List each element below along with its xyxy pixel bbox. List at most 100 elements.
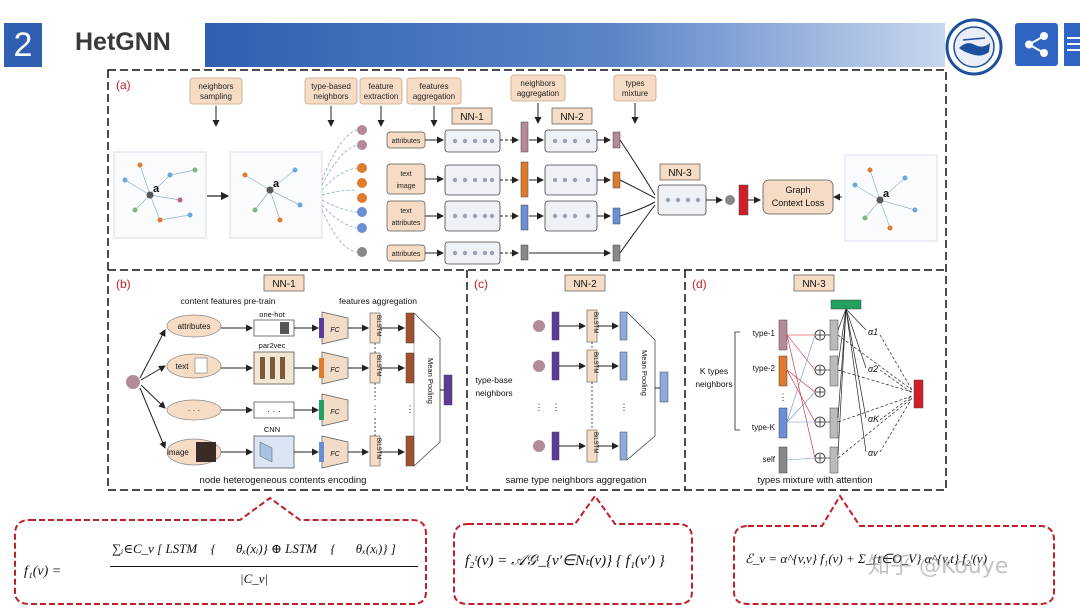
svg-text:· · ·: · · · bbox=[267, 406, 281, 416]
formula-callout-1 bbox=[14, 496, 427, 605]
svg-text:type-based: type-based bbox=[311, 82, 351, 91]
share-button[interactable] bbox=[1015, 23, 1058, 66]
svg-text:a: a bbox=[153, 183, 160, 195]
university-logo-icon bbox=[945, 18, 1003, 76]
svg-text:α1: α1 bbox=[868, 327, 878, 337]
sampled-graph: a bbox=[229, 151, 323, 239]
svg-text:type-K: type-K bbox=[752, 423, 776, 432]
panel-d-label: (d) bbox=[692, 277, 707, 291]
par2vec-label: par2vec bbox=[259, 341, 286, 350]
svg-text:image: image bbox=[167, 448, 189, 457]
step-type-based: type-based neighbors bbox=[304, 77, 358, 105]
type-bars-d bbox=[778, 319, 788, 474]
formula-f2: f₂ᵗ(v) = 𝒜𝒢ᵗ_{v′∈Nₜ(v)} { f₁(v′) } bbox=[465, 553, 665, 569]
content-items-b: attributes text · · · image bbox=[166, 314, 222, 466]
formula-f1-lhs: f₁(v) = bbox=[24, 564, 62, 579]
neighbor-embeddings bbox=[520, 121, 529, 261]
graph-context-loss: Graph Context Loss bbox=[762, 179, 834, 215]
formula-f1-numerator: ∑ᵢ∈C_v [ LSTM⃗ {𝓕𝓒θₓ(xᵢ)} ⊕ LSTM⃖ {𝓕𝓒θₓ(… bbox=[112, 541, 396, 556]
formula-f1-denominator: |C_v| bbox=[240, 571, 269, 586]
nn3-label-d: NN-3 bbox=[793, 274, 835, 292]
svg-text:NN-2: NN-2 bbox=[573, 279, 597, 290]
svg-text:BiLSTM: BiLSTM bbox=[375, 315, 381, 336]
bilstm-outputs-c bbox=[619, 311, 628, 461]
svg-text:BiLSTM: BiLSTM bbox=[592, 312, 598, 333]
svg-text:Mean Pooling: Mean Pooling bbox=[640, 350, 649, 396]
onehot-label: one-hot bbox=[259, 310, 285, 319]
svg-text:aggregation: aggregation bbox=[413, 92, 455, 101]
plus-nodes-d bbox=[814, 329, 826, 464]
svg-text:⋮: ⋮ bbox=[779, 392, 788, 402]
svg-text:type-2: type-2 bbox=[753, 364, 776, 373]
svg-text:attributes: attributes bbox=[392, 220, 421, 227]
panel-c-label: (c) bbox=[474, 277, 488, 291]
step-features-aggregation: features aggregation bbox=[406, 77, 462, 105]
svg-text:NN-1: NN-1 bbox=[272, 279, 296, 290]
nn2-label-a: NN-2 bbox=[551, 107, 593, 125]
output-embedding-b bbox=[443, 374, 453, 406]
k-types-label: K types bbox=[700, 366, 728, 376]
svg-text:neighbors: neighbors bbox=[313, 92, 348, 101]
svg-text:image: image bbox=[396, 183, 415, 190]
caption-b: node heterogeneous contents encoding bbox=[200, 475, 367, 486]
svg-text:Mean Pooling: Mean Pooling bbox=[426, 358, 435, 404]
svg-text:type-1: type-1 bbox=[753, 329, 776, 338]
menu-button[interactable] bbox=[1064, 23, 1080, 66]
svg-text:⋮: ⋮ bbox=[535, 402, 544, 412]
attention-vector bbox=[830, 299, 862, 310]
svg-text:NN-3: NN-3 bbox=[802, 279, 826, 290]
svg-text:neighbors: neighbors bbox=[520, 79, 555, 88]
nn1-blocks bbox=[444, 129, 501, 265]
svg-text:αv: αv bbox=[868, 448, 878, 458]
svg-text:attributes: attributes bbox=[392, 138, 421, 145]
mean-pooling-c: Mean Pooling bbox=[626, 311, 656, 461]
caption-d: types mixture with attention bbox=[757, 475, 872, 486]
slide-header: 2 HetGNN bbox=[0, 0, 1080, 76]
nn1-label-a: NN-1 bbox=[451, 107, 493, 125]
svg-text:aggregation: aggregation bbox=[517, 89, 559, 98]
svg-text:neighbors: neighbors bbox=[695, 379, 732, 389]
svg-text:Graph: Graph bbox=[785, 185, 810, 195]
svg-text:⋮: ⋮ bbox=[371, 404, 380, 414]
nn1-label-b: NN-1 bbox=[263, 274, 305, 292]
svg-text:αK: αK bbox=[868, 414, 880, 424]
source-node-b bbox=[126, 375, 140, 389]
neighbors-label-c: type-base bbox=[475, 375, 513, 385]
svg-text:BiLSTM: BiLSTM bbox=[375, 355, 381, 376]
bilstm-c: BiLSTM BiLSTM BiLSTM bbox=[586, 309, 598, 463]
svg-text:⋮: ⋮ bbox=[620, 402, 629, 412]
svg-text:neighbors: neighbors bbox=[198, 82, 233, 91]
svg-text:BiLSTM: BiLSTM bbox=[375, 438, 381, 459]
svg-text:text: text bbox=[400, 171, 411, 178]
slide-number: 2 bbox=[4, 23, 42, 67]
output-embedding-d bbox=[913, 379, 924, 409]
bilstm-outputs-b bbox=[405, 312, 415, 467]
svg-text:text: text bbox=[400, 208, 411, 215]
step-neighbors-sampling: neighbors sampling bbox=[189, 77, 243, 105]
share-icon bbox=[1025, 32, 1048, 57]
svg-text:attributes: attributes bbox=[392, 251, 421, 258]
formula-f3: ℰ_v = α^{v,v} f₁(v) + Σ_{t∈O_V} α^{v,t} … bbox=[745, 551, 988, 566]
step-feature-extraction: feature extraction bbox=[359, 77, 403, 105]
step-types-mixture: types mixture bbox=[613, 74, 657, 102]
svg-text:NN-3: NN-3 bbox=[668, 168, 692, 179]
title-bar bbox=[205, 23, 945, 67]
output-embedding-c bbox=[659, 371, 669, 403]
row-neighbor-nodes bbox=[357, 125, 367, 257]
output-graph: a bbox=[844, 154, 938, 242]
svg-text:feature: feature bbox=[369, 82, 394, 91]
svg-text:features: features bbox=[420, 82, 449, 91]
mean-pooling-b: Mean Pooling bbox=[413, 312, 441, 467]
nn2-label-c: NN-2 bbox=[564, 274, 606, 292]
type-labels-d: type-1 type-2 type-K self bbox=[752, 329, 776, 464]
svg-text:· · ·: · · · bbox=[188, 406, 200, 415]
fc-layers-b: FC FC FC FC bbox=[319, 311, 349, 469]
neighbor-nodes-c bbox=[533, 320, 545, 452]
svg-text:BiLSTM: BiLSTM bbox=[592, 432, 598, 453]
diagram-frame bbox=[107, 69, 947, 491]
svg-text:a: a bbox=[883, 188, 890, 200]
step-neighbors-aggregation: neighbors aggregation bbox=[510, 74, 566, 102]
pretrain-label: content features pre-train bbox=[181, 296, 276, 306]
panel-b-label: (b) bbox=[116, 277, 131, 291]
